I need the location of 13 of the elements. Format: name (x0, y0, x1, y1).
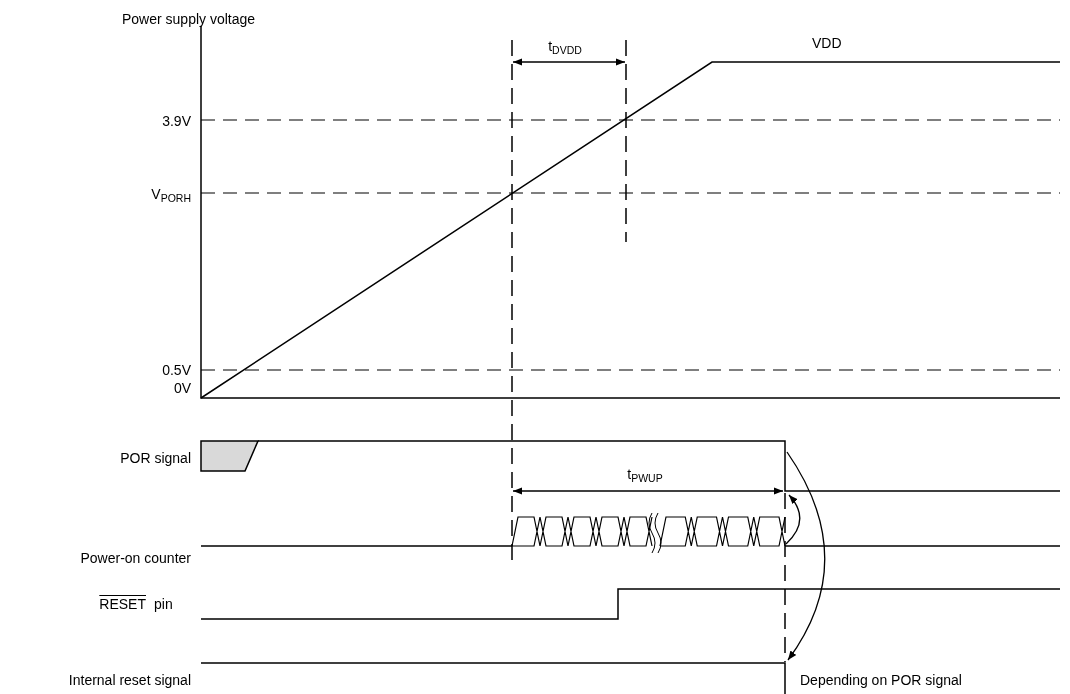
signal-label: pin (152, 597, 175, 611)
note: Depending on POR signal (798, 673, 964, 687)
axis-title: Power supply voltage (120, 12, 258, 26)
signal-label: Power-on counter (78, 551, 193, 565)
voltage-label: 3.9V (160, 114, 193, 128)
voltage-label: 0.5V (160, 363, 193, 377)
signal-label: POR signal (118, 451, 193, 465)
signal-label: VDD (810, 36, 844, 50)
timing-label: t$_{DVDD}$ (546, 39, 584, 53)
signal-label: RESET (97, 597, 148, 611)
voltage-label: 0V (171, 381, 193, 395)
timing-label: t$_{PWUP}$ (625, 467, 665, 481)
voltage-label: V$_{PORH}$ (149, 187, 193, 201)
